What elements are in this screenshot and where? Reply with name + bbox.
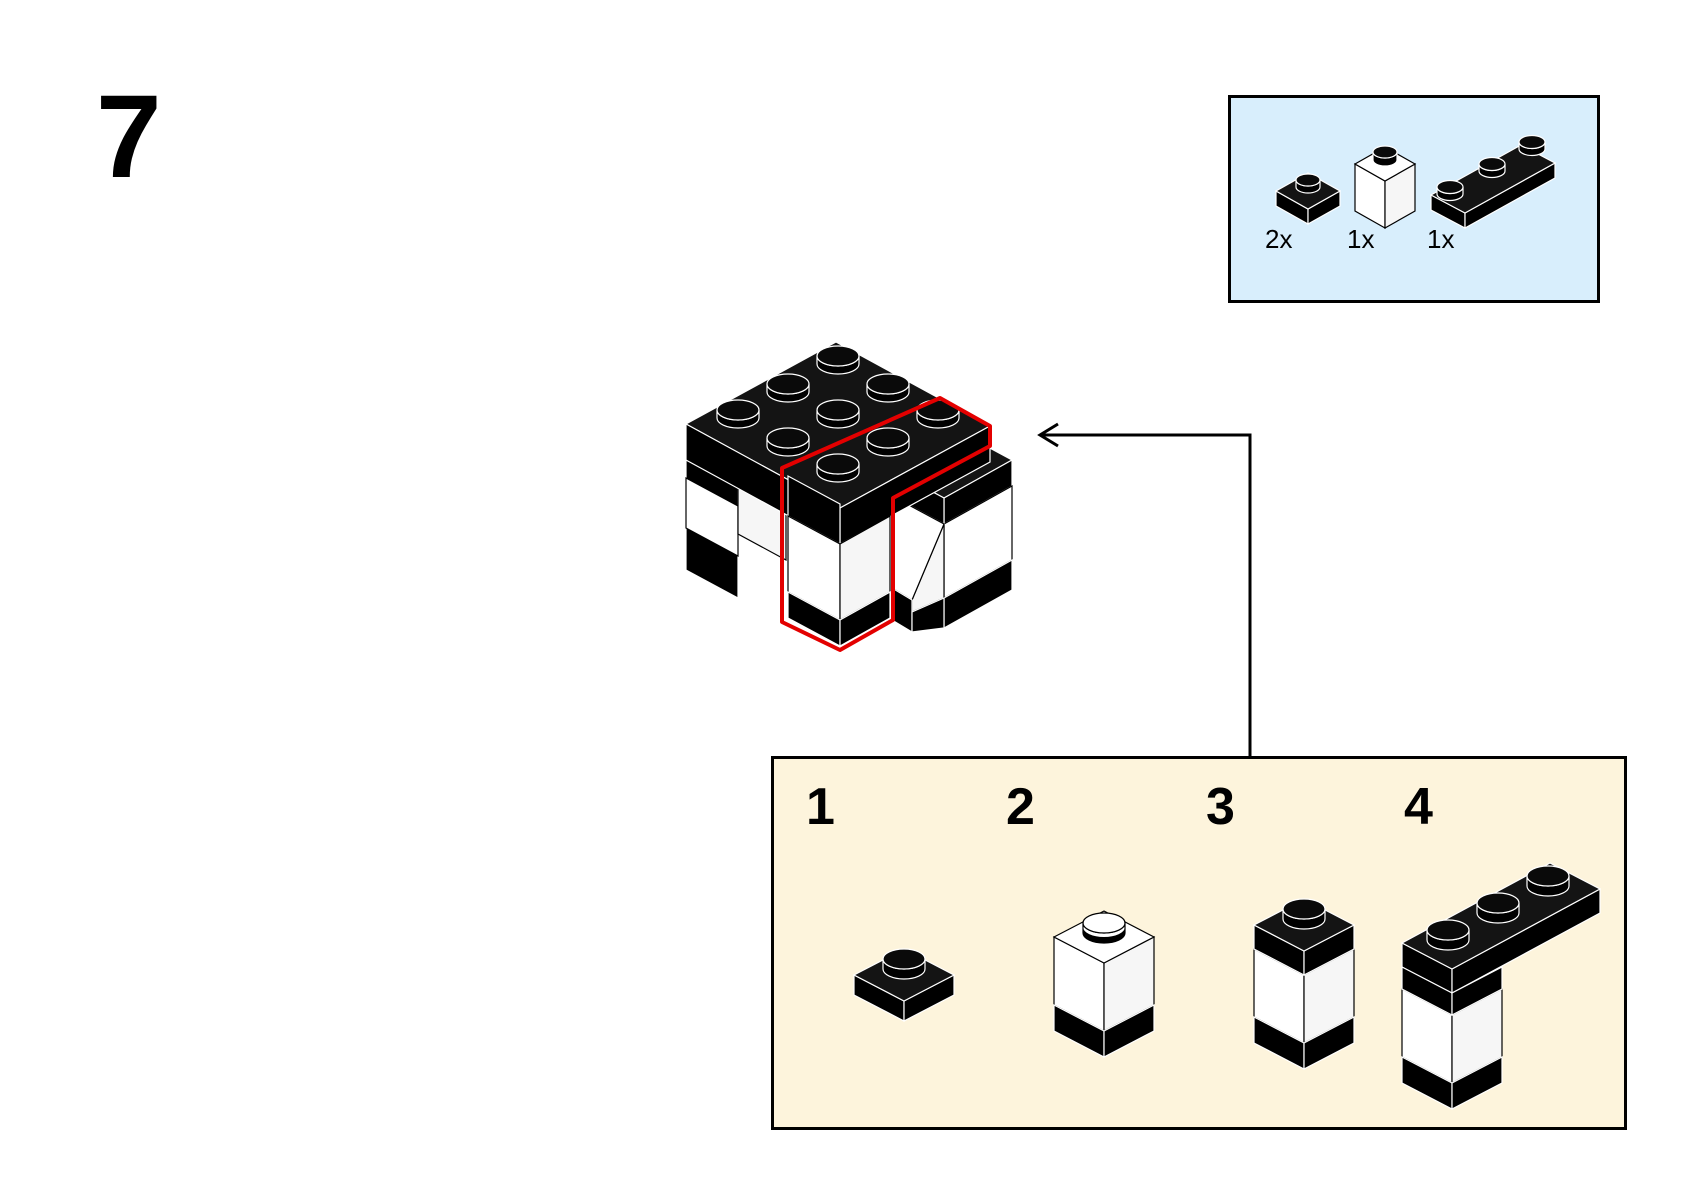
subassembly-art [852,862,1602,1110]
part-quantity-2: 1x [1347,224,1375,254]
subassembly-box: 1 2 3 4 [771,756,1627,1130]
arrow-left-icon [1037,422,1252,756]
part-quantity-3: 1x [1427,224,1455,254]
substep-4-assembly [1400,862,1602,1110]
main-assembly-model [684,341,1014,652]
substep-number-4: 4 [1404,778,1433,836]
substep-2-brick [1052,910,1156,1058]
parts-list-art [1274,134,1557,230]
substep-3-stack [1252,898,1356,1070]
substep-number-1: 1 [806,778,835,836]
parts-list-box: 2x 1x 1x [1228,95,1600,303]
part-quantity-1: 2x [1265,224,1293,254]
step-number: 7 [96,71,162,203]
substep-number-3: 3 [1206,778,1235,836]
highlight-outline [780,396,992,652]
substep-1-plate [852,948,956,1022]
part-black-plate-1x1 [1274,172,1342,226]
substep-number-2: 2 [1006,778,1035,836]
part-black-plate-1x3 [1429,134,1557,230]
part-white-brick-1x1 [1353,145,1417,230]
